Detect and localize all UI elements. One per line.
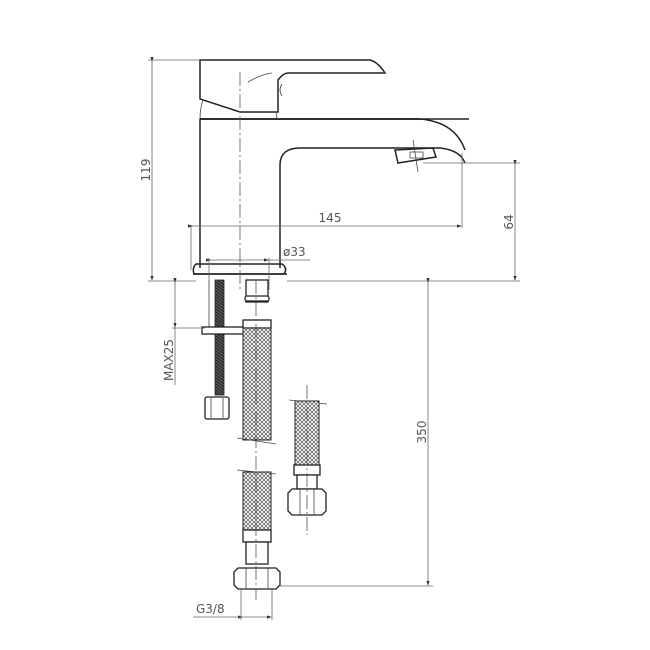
dim-label-g38: G3/8 <box>196 602 225 616</box>
dim-thread-g38: G3/8 <box>193 588 273 620</box>
secondary-hose <box>287 385 328 535</box>
dim-label-350: 350 <box>415 421 429 444</box>
faucet-body <box>192 59 469 290</box>
dim-max-25: MAX25 <box>162 278 205 385</box>
lever-handle <box>199 59 387 113</box>
fixing-nut <box>204 396 230 420</box>
dim-label-33: ø33 <box>283 245 306 259</box>
main-hose <box>233 279 281 600</box>
dim-reach-145: 145 <box>188 153 463 270</box>
dim-label-max25: MAX25 <box>162 339 176 381</box>
hose-hex-nut <box>233 567 281 590</box>
threaded-rod <box>214 279 225 396</box>
dim-height-119: 119 <box>139 57 200 282</box>
dim-label-64: 64 <box>502 214 516 229</box>
dim-hose-350: 350 <box>280 278 433 587</box>
dim-label-145: 145 <box>319 211 342 225</box>
fixing-assembly <box>201 279 261 420</box>
aerator <box>394 147 437 164</box>
dim-diameter-33: ø33 <box>206 245 310 290</box>
dim-label-119: 119 <box>139 159 153 182</box>
base-flange <box>192 263 287 275</box>
dim-spout-height-64: 64 <box>287 160 520 282</box>
